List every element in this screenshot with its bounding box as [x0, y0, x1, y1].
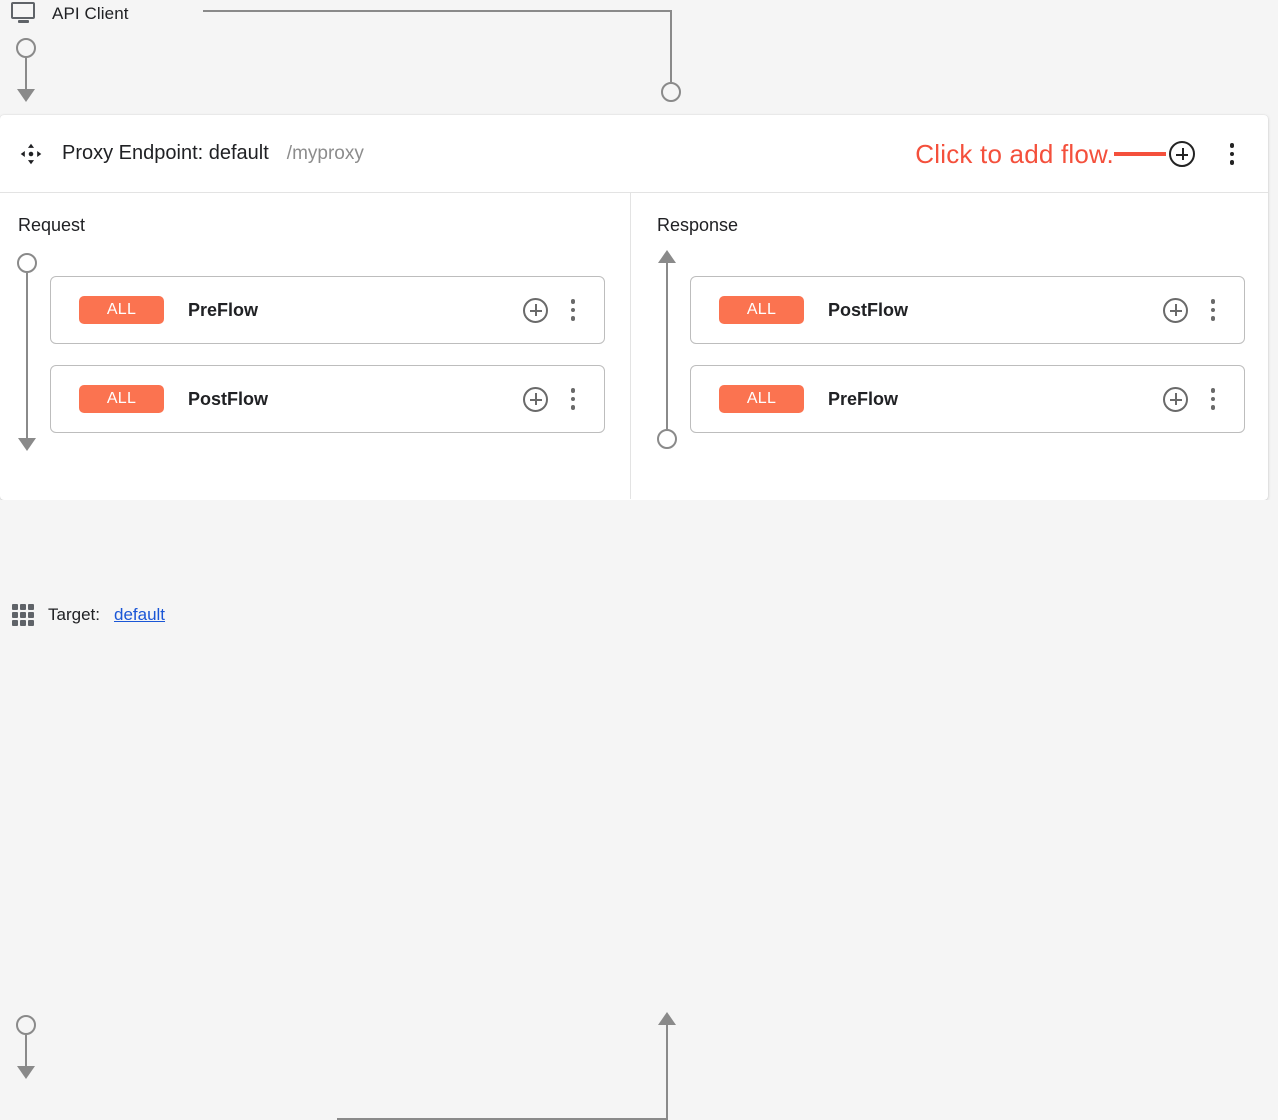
- target-link-default[interactable]: default: [113, 605, 166, 624]
- request-flow-start-node: [17, 253, 37, 273]
- proxy-endpoint-card: Proxy Endpoint: default /myproxy Click t…: [0, 115, 1268, 500]
- add-flow-hint-text: Click to add flow.: [915, 138, 1114, 169]
- connector-line-target-down: [25, 1035, 27, 1067]
- flow-card-add-button[interactable]: [523, 386, 548, 412]
- flow-card-add-button[interactable]: [523, 297, 548, 323]
- response-column: Response ALL PostFlow ALL PreFlow: [631, 193, 1268, 499]
- response-flow-start-node: [657, 429, 677, 449]
- flow-card-request-postflow[interactable]: ALL PostFlow: [50, 365, 605, 433]
- proxy-endpoint-path: /myproxy: [286, 142, 364, 164]
- response-flow-arrow: [658, 250, 676, 263]
- flow-card-request-preflow[interactable]: ALL PreFlow: [50, 276, 605, 344]
- target-node[interactable]: Target: default: [12, 604, 165, 626]
- connector-arrow-client-down: [17, 89, 35, 102]
- proxy-endpoint-header: Proxy Endpoint: default /myproxy Click t…: [0, 115, 1268, 193]
- connector-node-client-out: [16, 38, 36, 58]
- connector-line-target-in-vertical: [666, 1025, 668, 1120]
- flow-card-menu-button[interactable]: [562, 386, 584, 412]
- connector-line-client-down: [25, 58, 27, 90]
- flow-badge-all: ALL: [79, 385, 164, 413]
- add-flow-button[interactable]: [1169, 141, 1195, 167]
- connector-line-client-in-vertical: [670, 10, 672, 82]
- target-label: Target:: [48, 605, 100, 624]
- flow-badge-all: ALL: [79, 296, 164, 324]
- flow-card-response-postflow[interactable]: ALL PostFlow: [690, 276, 1245, 344]
- flow-badge-all: ALL: [719, 385, 804, 413]
- connector-arrow-target-down: [17, 1066, 35, 1079]
- request-flow-line: [26, 273, 28, 439]
- response-column-title: Response: [657, 215, 739, 235]
- request-column-title: Request: [18, 215, 86, 235]
- request-flow-arrow: [18, 438, 36, 451]
- connector-node-target-out: [16, 1015, 36, 1035]
- flow-card-actions: [1163, 386, 1224, 412]
- connector-node-client-in: [661, 82, 681, 102]
- apps-grid-icon: [12, 604, 34, 626]
- connector-arrow-target-up: [658, 1012, 676, 1025]
- request-column: Request ALL PreFlow ALL PostFlow: [0, 193, 631, 499]
- flow-badge-all: ALL: [719, 296, 804, 324]
- api-client-label: API Client: [52, 4, 129, 23]
- flow-card-menu-button[interactable]: [1202, 386, 1224, 412]
- flow-card-menu-button[interactable]: [1202, 297, 1224, 323]
- flow-card-actions: [1163, 297, 1224, 323]
- response-flow-line: [666, 263, 668, 430]
- flow-card-name: PostFlow: [828, 299, 908, 320]
- flow-card-add-button[interactable]: [1163, 386, 1188, 412]
- add-flow-hint-pointer-line: [1114, 152, 1166, 156]
- flow-card-actions: [523, 297, 584, 323]
- proxy-endpoint-title: Proxy Endpoint: default: [62, 142, 269, 164]
- move-control-icon[interactable]: [18, 141, 44, 167]
- flow-card-name: PostFlow: [188, 388, 268, 409]
- api-client-node[interactable]: API Client: [10, 2, 129, 26]
- flow-card-name: PreFlow: [828, 388, 899, 409]
- flow-card-name: PreFlow: [188, 299, 259, 320]
- monitor-icon: [10, 2, 38, 26]
- flow-card-add-button[interactable]: [1163, 297, 1188, 323]
- api-client-band: API Client: [0, 0, 1278, 115]
- flow-card-actions: [523, 386, 584, 412]
- proxy-endpoint-header-actions: Click to add flow.: [915, 115, 1268, 193]
- flow-card-response-preflow[interactable]: ALL PreFlow: [690, 365, 1245, 433]
- proxy-endpoint-menu-button[interactable]: [1221, 141, 1243, 167]
- connector-line-client-in-horizontal: [203, 10, 672, 12]
- target-band: [0, 500, 1278, 1120]
- proxy-endpoint-body: Request ALL PreFlow ALL PostFlow: [0, 193, 1268, 499]
- flow-card-menu-button[interactable]: [562, 297, 584, 323]
